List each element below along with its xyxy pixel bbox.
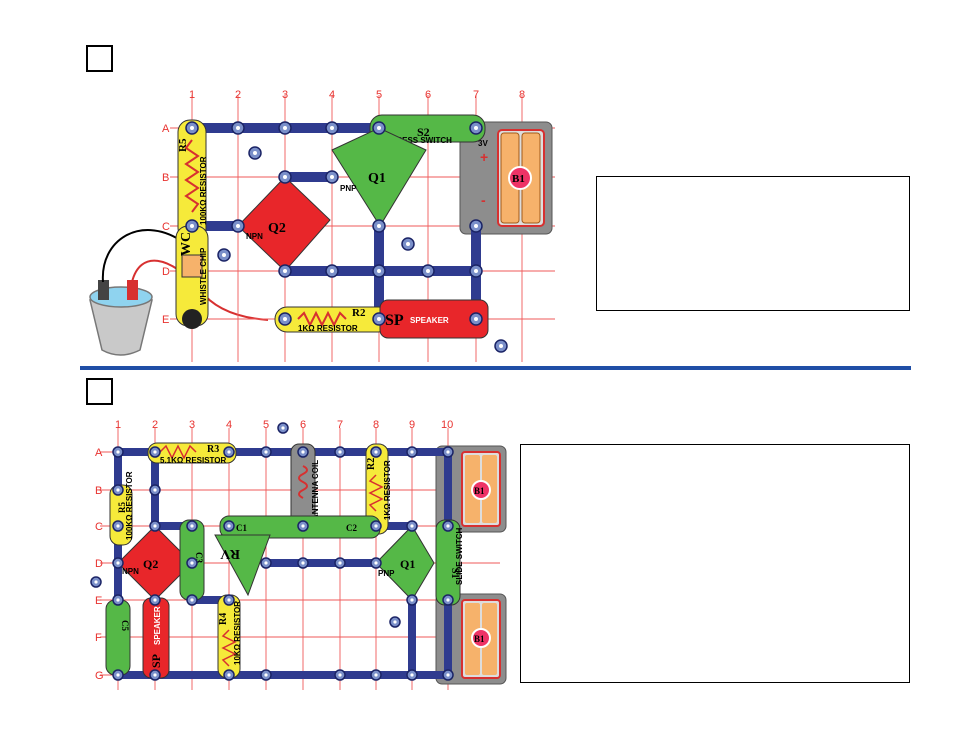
resistor-r2-top: R2 1KΩ RESISTOR <box>274 306 391 333</box>
col-label: 5 <box>263 419 269 431</box>
row-label: D <box>95 558 103 570</box>
transistor-q1-top: Q1 PNP <box>331 127 427 227</box>
resistor-r3-bottom: R3 5.1KΩ RESISTOR <box>147 442 237 465</box>
snap-nodes-bottom <box>90 422 454 681</box>
r5-text: 100KΩ RESISTOR <box>125 471 134 540</box>
transistor-q2-top: Q2 NPN <box>237 176 331 272</box>
coil-text: ANTENNA COIL <box>311 460 320 520</box>
row-label: C <box>162 221 170 233</box>
capacitor-c5-bottom: C5 <box>105 599 131 676</box>
q2-text: NPN <box>246 232 263 241</box>
answer-box-top[interactable] <box>596 176 910 311</box>
r3-label: R3 <box>207 444 219 455</box>
q1-text: PNP <box>340 184 357 193</box>
row-label: C <box>95 521 103 533</box>
row-label: A <box>162 123 170 135</box>
row-label: B <box>95 485 102 497</box>
c2-label: C2 <box>346 523 357 533</box>
sp-label: SP <box>385 312 404 329</box>
sp-label: SP <box>149 654 163 668</box>
sp-text: SPEAKER <box>410 316 449 325</box>
col-label: 1 <box>189 89 195 101</box>
antenna-coil-bottom: ANTENNA COIL <box>290 443 320 535</box>
s1-text: SLIDE SWITCH <box>455 527 464 585</box>
svg-text:+: + <box>480 149 488 165</box>
battery-b1-bottom-lower: B1 <box>435 593 507 685</box>
r5-text: 100KΩ RESISTOR <box>199 156 208 225</box>
b1-label: B1 <box>474 486 485 496</box>
wc-label: WC <box>179 232 194 256</box>
r2-label: R2 <box>352 307 366 319</box>
q1-label: Q1 <box>400 557 415 571</box>
col-label: 6 <box>425 89 431 101</box>
rv-label: RV <box>220 546 240 561</box>
section-divider <box>80 366 911 370</box>
snap-nodes-top <box>185 121 508 353</box>
r4-label: R4 <box>218 613 229 625</box>
svg-text:-: - <box>481 192 486 208</box>
col-label: 9 <box>409 419 415 431</box>
checkbox-bottom[interactable] <box>86 378 113 405</box>
slide-switch-s1-bottom: S1 SLIDE SWITCH <box>435 519 464 606</box>
c3-label: C3 <box>194 552 204 563</box>
transistor-q1-bottom: Q1 PNP <box>375 525 435 601</box>
resistor-r5-top: R5 100KΩ RESISTOR <box>177 119 208 241</box>
q1-text: PNP <box>378 569 395 578</box>
c1-label: C1 <box>236 523 247 533</box>
col-label: 6 <box>300 419 306 431</box>
r5-label: R5 <box>117 502 127 513</box>
q2-label: Q2 <box>143 557 158 571</box>
col-label: 4 <box>226 419 232 431</box>
row-label: G <box>95 670 104 682</box>
r3-text: 5.1KΩ RESISTOR <box>160 456 227 465</box>
answer-box-bottom[interactable] <box>520 444 910 683</box>
r2-text: 1KΩ RESISTOR <box>298 324 358 333</box>
col-label: 2 <box>152 419 158 431</box>
sp-text: SPEAKER <box>153 606 162 645</box>
b1-volt: 3V <box>478 139 488 148</box>
col-label: 3 <box>189 419 195 431</box>
speaker-sp-bottom: SP SPEAKER <box>142 597 170 679</box>
s1-label: S1 <box>449 568 460 579</box>
resistor-r2-bottom: R2 1KΩ RESISTOR <box>365 443 392 535</box>
s2-label: S2 <box>417 125 430 139</box>
row-label: B <box>162 172 169 184</box>
q2-label: Q2 <box>268 221 286 236</box>
row-label: F <box>95 632 102 644</box>
row-label: E <box>162 314 169 326</box>
col-label: 4 <box>329 89 335 101</box>
col-label: 1 <box>115 419 121 431</box>
resistor-r4-bottom: R4 10KΩ RESISTOR <box>217 594 242 679</box>
r2-text: 1KΩ RESISTOR <box>383 460 392 520</box>
col-label: 8 <box>373 419 379 431</box>
col-label: 2 <box>235 89 241 101</box>
col-label: 7 <box>473 89 479 101</box>
battery-b1-bottom-upper: B1 <box>435 445 507 533</box>
col-label: 3 <box>282 89 288 101</box>
r4-text: 10KΩ RESISTOR <box>233 601 242 665</box>
col-label: 8 <box>519 89 525 101</box>
col-label: 5 <box>376 89 382 101</box>
c5-label: C5 <box>120 620 130 631</box>
col-label: 10 <box>441 419 453 431</box>
b1-label: B1 <box>512 173 525 185</box>
battery-b1-top: B1 3V + - <box>459 121 553 235</box>
checkbox-top[interactable] <box>86 45 113 72</box>
variable-resistor-rv-bottom: RV <box>214 534 271 597</box>
press-switch-s2-top: S2 PRESS SWITCH <box>369 114 486 145</box>
row-label: D <box>162 266 170 278</box>
s2-text: PRESS SWITCH <box>391 136 452 145</box>
whistle-chip-wc-top: WC WHISTLE CHIP <box>175 225 209 329</box>
r5-label: R5 <box>177 138 189 152</box>
q1-label: Q1 <box>368 171 386 186</box>
r2-label: R2 <box>366 458 377 470</box>
row-label: A <box>95 447 103 459</box>
row-label: E <box>95 595 102 607</box>
q2-text: NPN <box>122 567 139 576</box>
wc-text: WHISTLE CHIP <box>199 247 208 305</box>
col-label: 7 <box>337 419 343 431</box>
b1-label: B1 <box>474 634 485 644</box>
